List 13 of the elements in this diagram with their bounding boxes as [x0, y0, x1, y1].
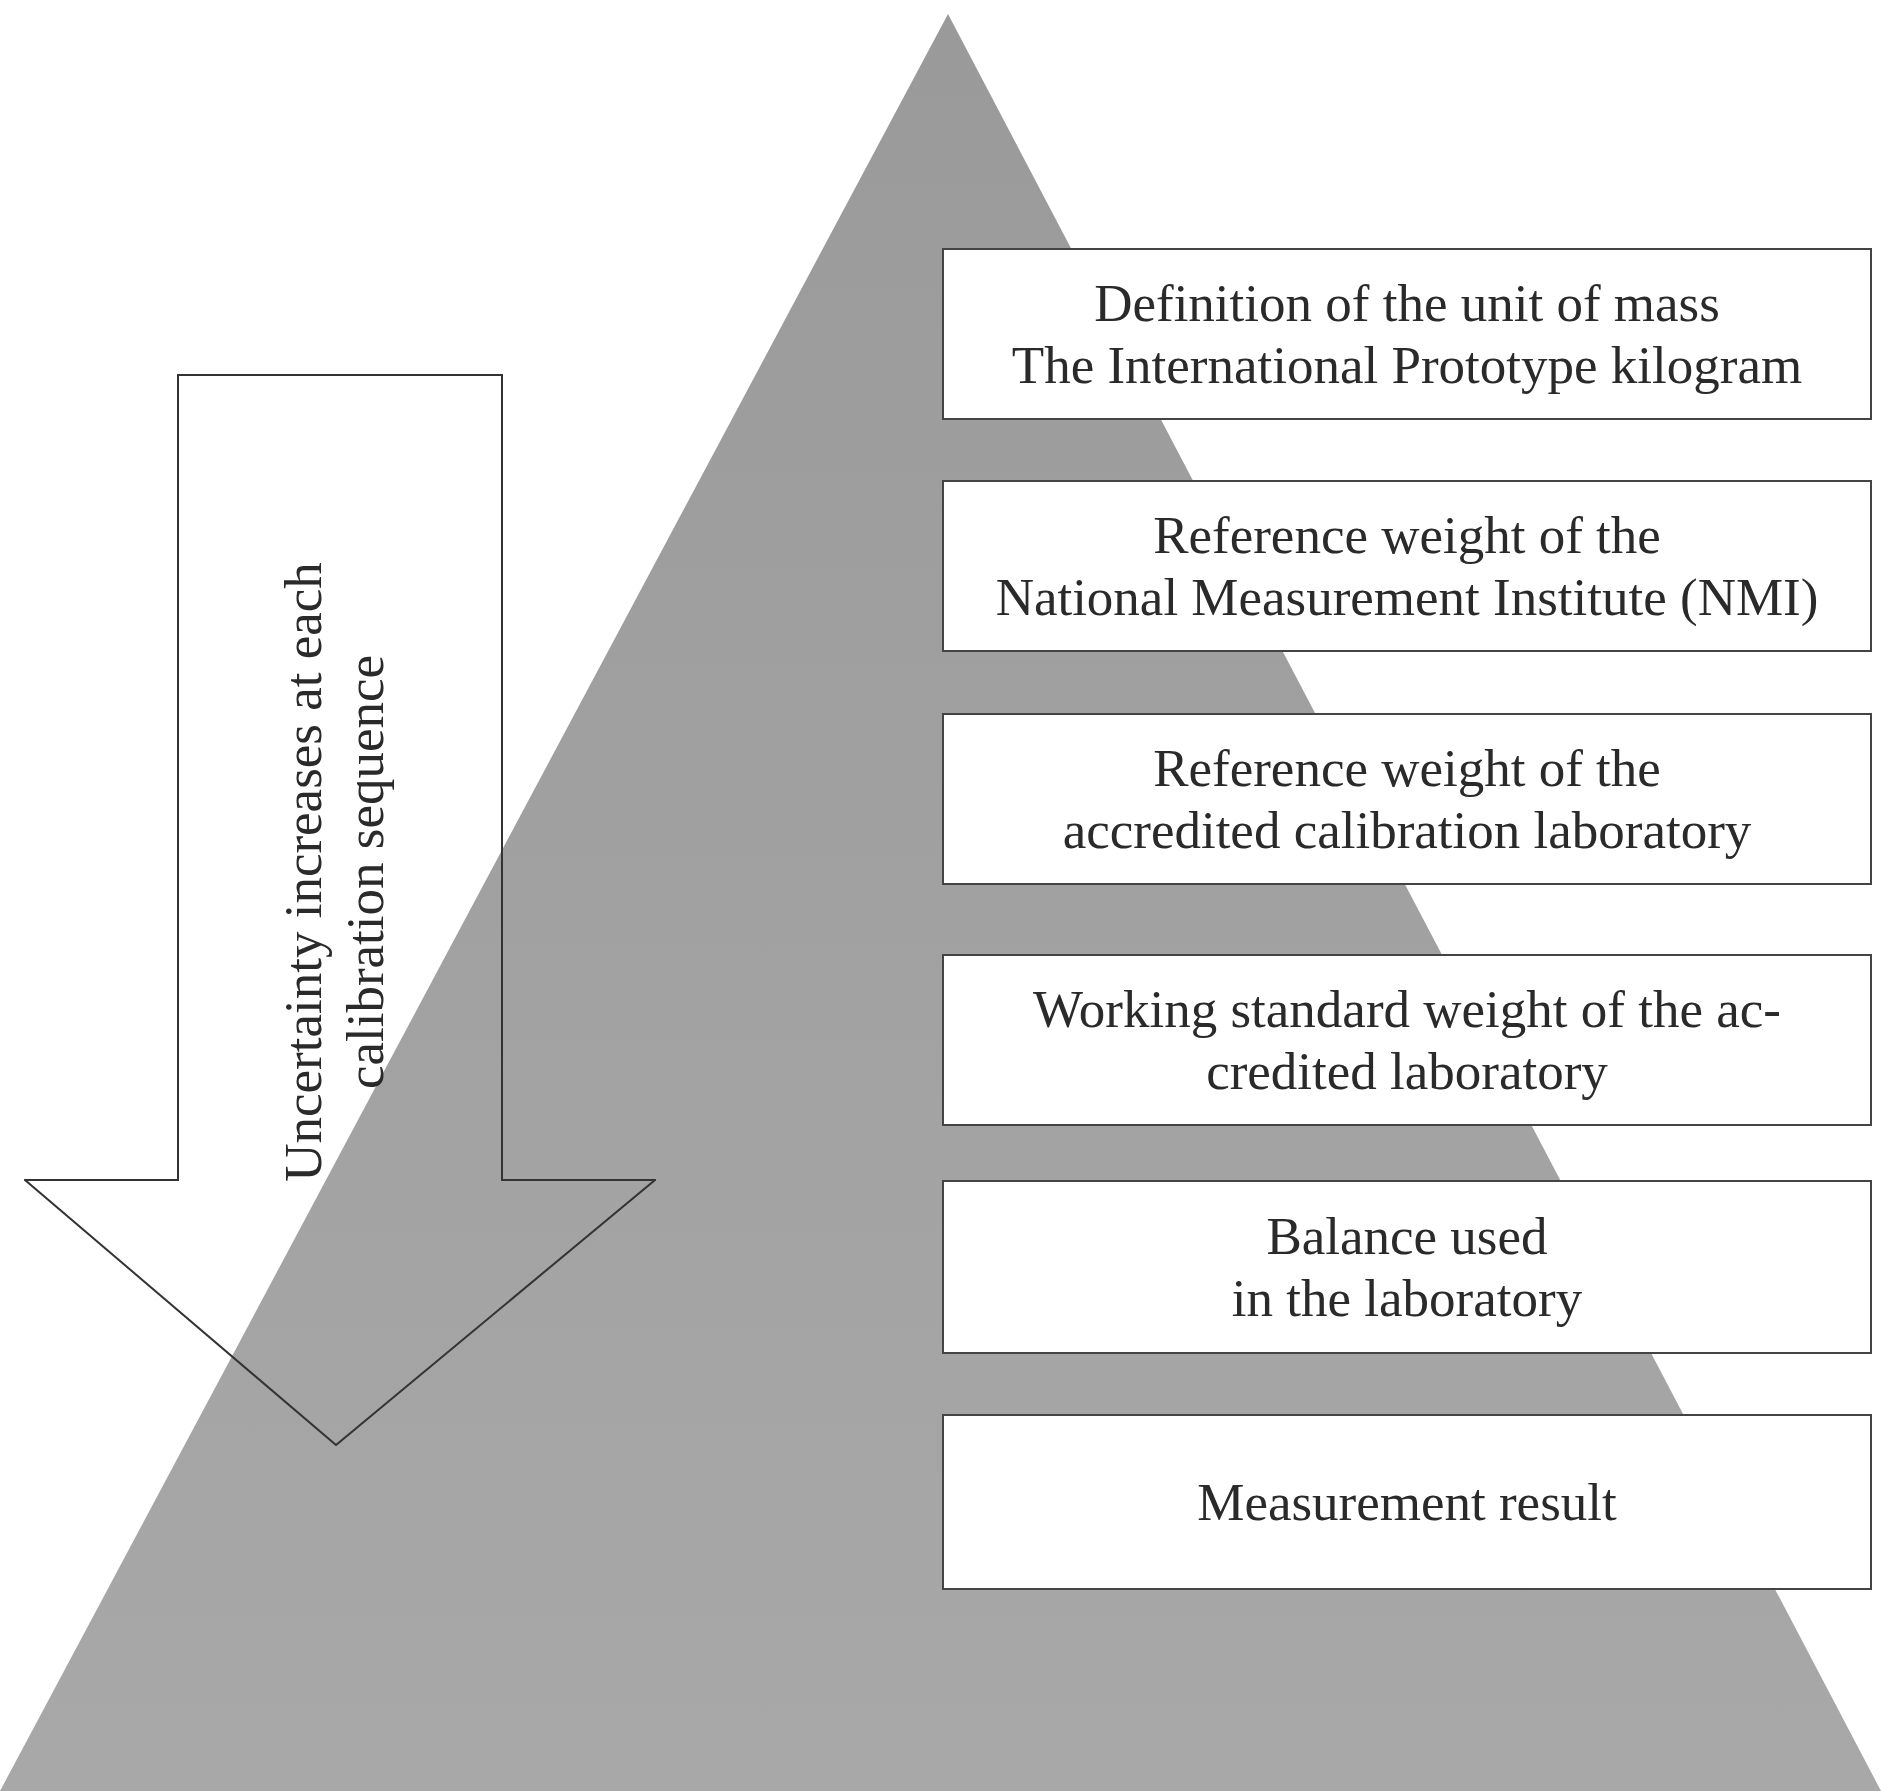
- level-label: Reference weight of the accredited calibration laboratory: [1062, 738, 1752, 861]
- level-box: [942, 248, 1872, 420]
- level-box: [942, 1180, 1872, 1354]
- level-box: [942, 713, 1872, 885]
- level-label: Reference weight of the National Measurement Institute (NMI): [995, 505, 1819, 628]
- level-box: [942, 480, 1872, 652]
- level-box: [942, 1414, 1872, 1590]
- level-label: Working standard weight of the ac- credited laboratory: [1033, 979, 1781, 1102]
- level-label: Measurement result: [1197, 1472, 1617, 1533]
- arrow-label: Uncertainty increases at each calibration sequence: [273, 562, 395, 1182]
- level-label: Definition of the unit of mass The International Prototype kilogram: [1011, 273, 1803, 396]
- level-label: Balance used in the laboratory: [1231, 1206, 1583, 1329]
- level-box: [942, 954, 1872, 1126]
